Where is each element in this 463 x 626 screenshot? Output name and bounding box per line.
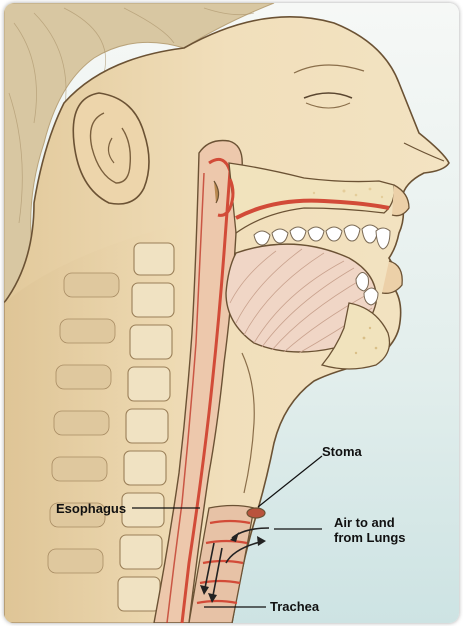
illustration-frame: Stoma Esophagus Air to and from Lungs Tr… (4, 3, 459, 623)
label-stoma: Stoma (322, 444, 362, 459)
label-trachea: Trachea (270, 599, 319, 614)
label-esophagus: Esophagus (56, 501, 126, 516)
label-air-to-and-from-lungs: Air to and from Lungs (334, 515, 406, 545)
stoma-opening (247, 508, 265, 518)
